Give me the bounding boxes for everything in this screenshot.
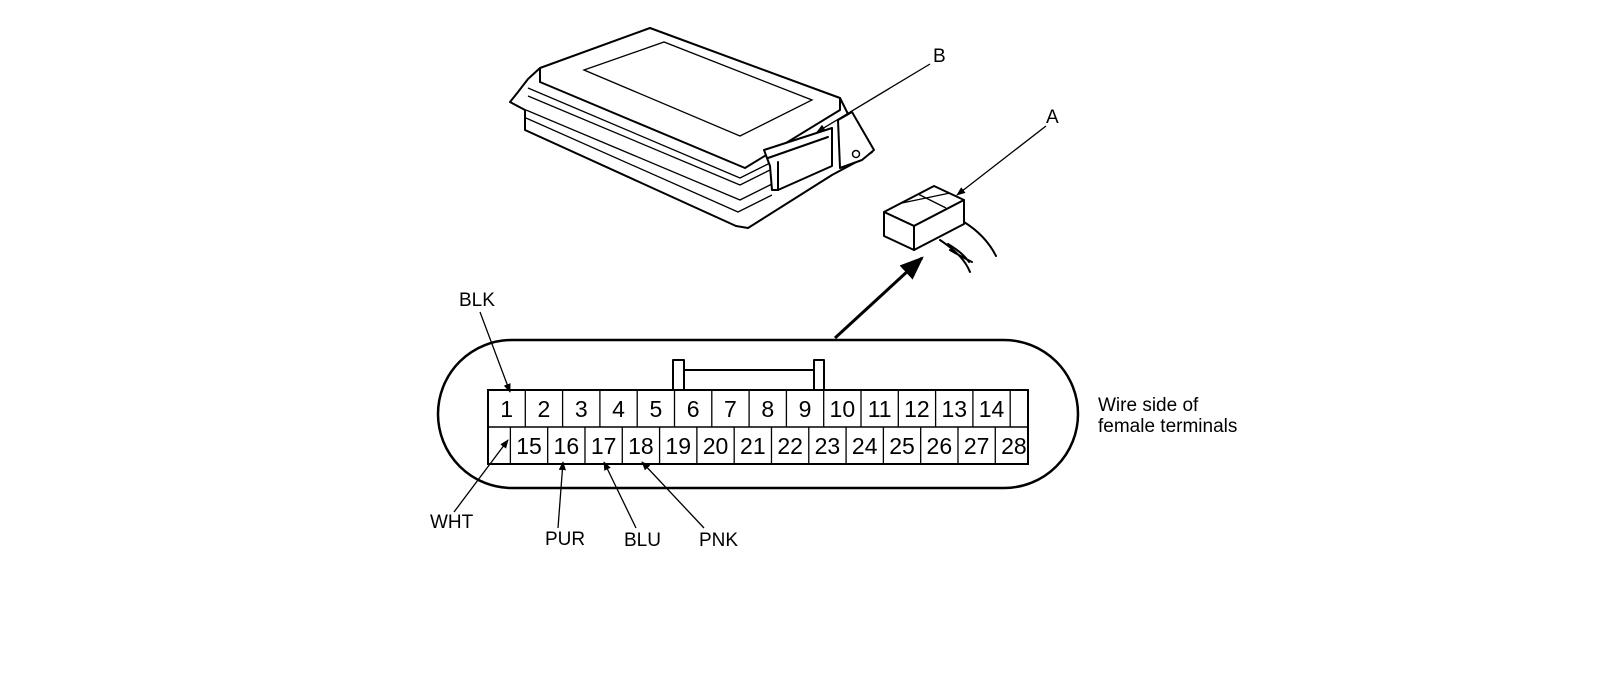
wire-label-wht: WHT: [430, 512, 474, 533]
control-unit-lid: [539, 67, 841, 169]
terminal-23: 23: [815, 433, 841, 459]
terminal-10: 10: [830, 396, 856, 422]
terminal-22: 22: [777, 433, 803, 459]
wire-label-blk: BLK: [459, 290, 495, 311]
note-line-1: Wire side of: [1098, 395, 1199, 416]
terminal-9: 9: [799, 396, 812, 422]
wire-callouts: BLK WHT PUR BLU PNK: [430, 290, 738, 551]
terminal-18: 18: [628, 433, 654, 459]
terminal-11: 11: [868, 396, 892, 422]
terminal-6: 6: [687, 396, 700, 422]
control-unit-mount-tab: [837, 111, 875, 169]
note-line-2: female terminals: [1098, 416, 1237, 437]
connector-a-side: [913, 199, 965, 251]
control-unit: [509, 27, 875, 229]
terminal-28: 28: [1001, 433, 1027, 459]
terminal-8: 8: [761, 396, 774, 422]
control-unit-top-panel: [582, 41, 814, 137]
terminal-14: 14: [979, 396, 1005, 422]
leader-pnk: [641, 461, 705, 529]
terminal-19: 19: [665, 433, 691, 459]
terminal-1: 1: [500, 396, 513, 422]
terminal-12: 12: [904, 396, 930, 422]
wire-label-pnk: PNK: [699, 530, 738, 551]
terminal-13: 13: [941, 396, 967, 422]
terminal-5: 5: [649, 396, 662, 422]
wire-harness: [939, 221, 997, 273]
face-outline: [436, 338, 1080, 490]
terminal-21: 21: [740, 433, 766, 459]
terminal-25: 25: [889, 433, 915, 459]
terminal-15: 15: [516, 433, 542, 459]
terminal-24: 24: [852, 433, 878, 459]
leader-blu: [603, 461, 637, 529]
terminal-3: 3: [575, 396, 588, 422]
leader-wht: [453, 439, 509, 513]
terminal-7: 7: [724, 396, 737, 422]
leader-b: [816, 63, 931, 133]
control-unit-seams: [525, 87, 773, 213]
locking-tab: [672, 359, 825, 391]
connector-a: [883, 185, 997, 273]
leader-blk: [479, 311, 511, 393]
terminal-4: 4: [612, 396, 625, 422]
terminal-17: 17: [591, 433, 617, 459]
terminal-27: 27: [964, 433, 990, 459]
wire-label-pur: PUR: [545, 529, 585, 550]
connection-arrow: [833, 256, 924, 340]
terminal-26: 26: [927, 433, 953, 459]
terminal-20: 20: [703, 433, 729, 459]
leader-pur: [557, 461, 566, 529]
label-a: A: [1046, 107, 1059, 128]
terminal-16: 16: [554, 433, 580, 459]
control-unit-body: [509, 27, 873, 229]
label-b: B: [933, 46, 946, 67]
terminal-2: 2: [538, 396, 551, 422]
leader-a: [956, 125, 1047, 196]
wire-label-blu: BLU: [624, 530, 661, 551]
